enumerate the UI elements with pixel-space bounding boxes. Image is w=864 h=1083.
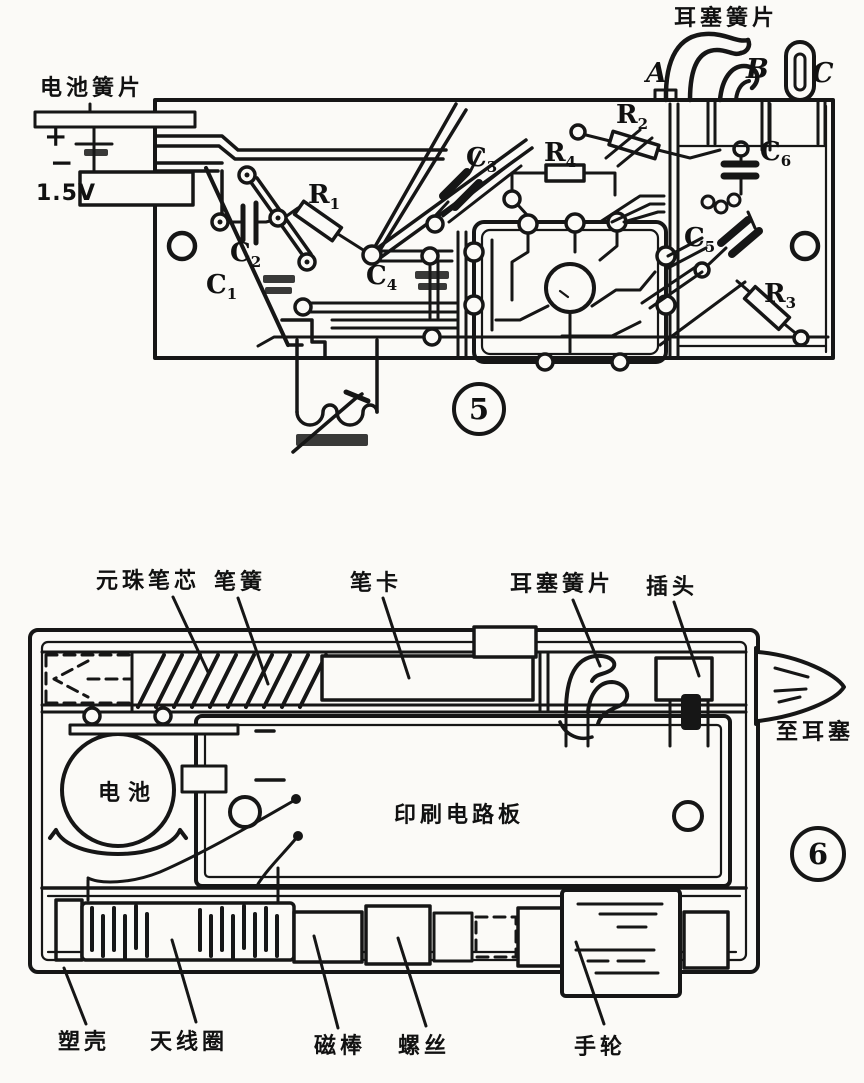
pcb-label: 印刷电路板 — [394, 803, 525, 828]
c3-capacitor — [425, 150, 523, 234]
label-c1: C1 — [206, 270, 238, 304]
transistor — [544, 262, 596, 314]
pen-spring-label: 笔簧 — [214, 570, 267, 595]
illegible-print-mark — [296, 434, 368, 446]
figure5-number-badge: 5 — [452, 382, 506, 436]
r2-resistor — [569, 123, 722, 168]
battery-label: 电池 — [98, 781, 159, 806]
battery-cell — [48, 706, 286, 856]
hookup-wires — [86, 794, 303, 886]
c1-trace-area — [204, 166, 327, 360]
label-r2: R2 — [616, 100, 649, 134]
illegible-print-mark — [84, 149, 108, 156]
label-c5: C5 — [684, 223, 716, 257]
c2-capacitor — [222, 200, 276, 246]
ferrite-rod-label: 磁棒 — [314, 1034, 367, 1059]
tuning-coil — [291, 338, 379, 454]
figure5-pcb-drawing — [33, 31, 835, 454]
earphone-spring-label: 耳塞簧片 — [510, 572, 615, 597]
terminal-c-label: C — [812, 58, 834, 89]
board-hole — [166, 230, 198, 262]
to-earphone-label: 至耳塞 — [776, 720, 855, 745]
c6-capacitor — [700, 140, 760, 215]
label-c3: C3 — [466, 143, 498, 177]
r3-resistor — [658, 279, 810, 347]
figure6-number-badge: 6 — [790, 826, 846, 882]
label-r4: R4 — [544, 138, 577, 172]
r4-resistor — [502, 163, 617, 218]
plastic-shell-label: 塑壳 — [58, 1030, 111, 1055]
thumb-wheel-label: 手轮 — [574, 1035, 627, 1060]
pen-clip — [320, 625, 550, 714]
earphone-spring-hooks — [653, 31, 828, 148]
terminal-b-label: B — [746, 54, 769, 85]
battery-spring-label: 电池簧片 — [40, 76, 145, 101]
pen-refill-dashed — [44, 650, 134, 714]
illegible-print-mark — [418, 283, 447, 290]
screw-label: 螺丝 — [398, 1034, 451, 1059]
screw-block — [364, 904, 432, 966]
earphone-spring-label-fig5: 耳塞簧片 — [674, 6, 779, 31]
plus-sign: + — [44, 120, 68, 153]
pen-clip-label: 笔卡 — [350, 571, 403, 596]
label-r1: R1 — [308, 180, 341, 214]
antenna-coil-assembly — [54, 898, 730, 970]
ferrite-rod-block — [292, 910, 364, 964]
illegible-print-mark — [415, 271, 449, 279]
earphone-spring-hooks — [558, 653, 630, 748]
printed-circuit-board — [194, 714, 732, 888]
thumb-wheel — [560, 888, 682, 998]
hook-c-capsule — [784, 40, 816, 102]
terminal-a-label: A — [646, 58, 667, 89]
antenna-coil-label: 天线圈 — [150, 1030, 229, 1055]
label-c4: C4 — [366, 261, 398, 295]
rear-cone — [754, 646, 846, 726]
plug-label: 插头 — [646, 575, 699, 600]
figure6-assembly-drawing — [28, 595, 846, 1030]
battery-spring-contact — [33, 102, 197, 207]
leader-lines — [62, 595, 701, 1030]
voltage-label: 1.5V — [36, 181, 96, 206]
pcb-outline — [153, 98, 835, 360]
label-c2: C2 — [230, 238, 262, 272]
battery-1v5 — [78, 170, 195, 207]
solder-pads — [210, 165, 442, 347]
minus-sign: − — [50, 146, 74, 179]
pen-refill-label: 元珠笔芯 — [96, 569, 201, 594]
board-hole — [672, 800, 704, 832]
label-c6: C6 — [760, 137, 792, 171]
central-circuit-module — [463, 194, 677, 372]
label-r3: R3 — [764, 279, 797, 313]
illegible-print-mark — [265, 287, 292, 294]
illegible-print-mark — [263, 275, 295, 283]
pen-spring-coil — [136, 653, 328, 709]
c5-capacitor — [640, 210, 763, 310]
plug — [654, 656, 714, 748]
board-hole — [789, 230, 821, 262]
